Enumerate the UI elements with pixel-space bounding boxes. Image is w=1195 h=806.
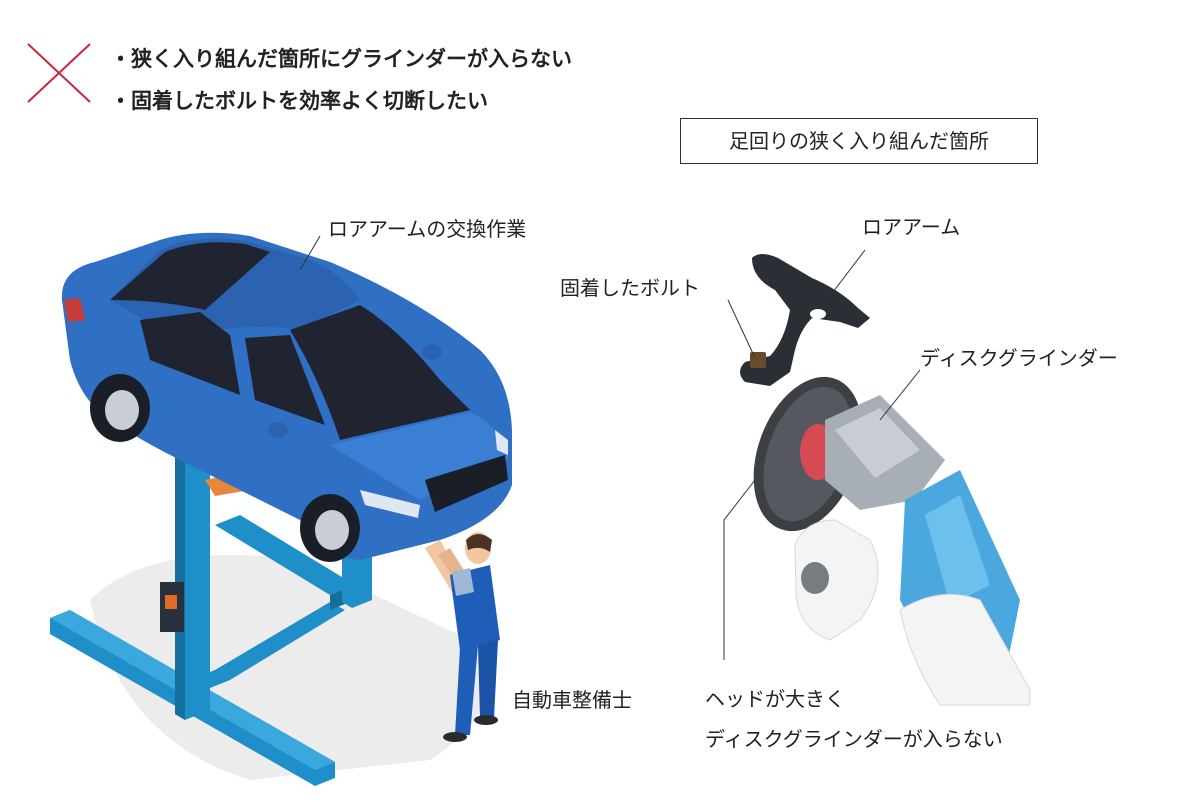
- problem-item-2: ・固着したボルトを効率よく切断したい: [110, 89, 488, 113]
- callout-lower-arm-replacement: ロアアームの交換作業: [328, 217, 527, 241]
- leader-line-head: [723, 479, 756, 660]
- car-wheel-rear: [90, 374, 150, 442]
- leader-line-bolt: [727, 299, 756, 359]
- car-wheel-front: [300, 494, 360, 562]
- x-mark-icon: [27, 43, 91, 103]
- callout-lower-arm: ロアアーム: [862, 215, 961, 239]
- note-line-2: ディスクグラインダーが入らない: [705, 727, 1003, 751]
- disc-grinder: [753, 376, 1031, 706]
- seized-bolt-icon: [750, 352, 766, 368]
- lift-column-front: [160, 420, 210, 720]
- location-box-label: 足回りの狭く入り組んだ箇所: [680, 118, 1038, 164]
- callout-mechanic: 自動車整備士: [512, 688, 632, 712]
- callout-disc-grinder: ディスクグラインダー: [920, 346, 1118, 370]
- lower-arm-part: [740, 254, 870, 386]
- leader-line-arm: [829, 249, 866, 297]
- car: [61, 232, 512, 562]
- mechanic-figure: [425, 532, 500, 742]
- problem-item-1: ・狭く入り組んだ箇所にグラインダーが入らない: [110, 47, 572, 71]
- leader-line-grinder: [879, 369, 921, 421]
- note-line-1: ヘッドが大きく: [705, 687, 845, 711]
- callout-seized-bolt: 固着したボルト: [560, 276, 700, 300]
- car-lift-illustration: [50, 232, 512, 786]
- problem-list: ・狭く入り組んだ箇所にグラインダーが入らない ・固着したボルトを効率よく切断した…: [110, 38, 572, 122]
